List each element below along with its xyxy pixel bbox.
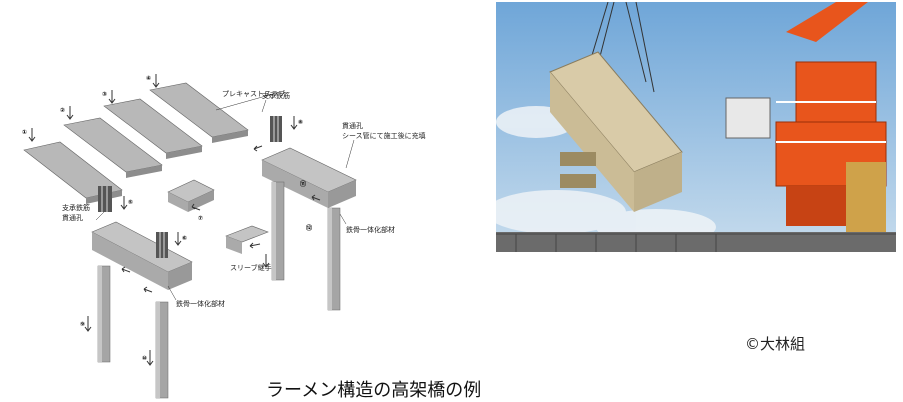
- assembly-diagram: ① ② ③ ④ ⑤ ⑥ ⑦ ⑧ ⑨ ⑩ ⑪ ⑫ プレキャストスラブ 支承鉄筋 支…: [22, 74, 426, 399]
- column-2: [155, 301, 169, 399]
- beam-sleeve: [225, 225, 269, 254]
- beam-right: [261, 147, 357, 208]
- column-4: [327, 207, 341, 311]
- beam-left: [91, 221, 193, 290]
- photo-credit: ©大林組: [745, 335, 806, 353]
- step-number: ⑪: [300, 180, 306, 188]
- figure-caption: ラーメン構造の高架橋の例: [266, 380, 482, 401]
- label-hole-left: 貫通孔: [62, 213, 83, 222]
- crane: [725, 2, 887, 232]
- label-hole-right: 貫通孔: [342, 121, 363, 130]
- column-3: [271, 181, 285, 281]
- step-number: ③: [102, 91, 107, 98]
- step-number: ⑥: [182, 235, 187, 242]
- label-hole-right-note: シース管にて施工後に充填: [342, 131, 426, 140]
- rebar-block-3: [270, 116, 282, 142]
- step-number: ②: [60, 107, 65, 114]
- step-number: ⑩: [142, 355, 147, 362]
- construction-photo: [496, 2, 896, 252]
- label-rebar-top: 支承鉄筋: [262, 91, 290, 100]
- precast-slab-4: [149, 82, 249, 143]
- rebar-block-1: [98, 186, 112, 212]
- step-number: ⑤: [128, 199, 133, 206]
- step-number: ⑨: [80, 321, 85, 328]
- step-number: ④: [146, 75, 151, 82]
- step-number: ⑦: [198, 215, 203, 222]
- label-integrated-member-right: 鉄骨一体化部材: [346, 225, 395, 234]
- label-rebar-left: 支承鉄筋: [62, 203, 90, 212]
- precast-slab-3: [103, 98, 203, 159]
- side-arrow-icon: [121, 145, 321, 293]
- down-arrow-icon: [28, 74, 298, 366]
- rebar-block-2: [156, 232, 168, 258]
- beam-center: [167, 179, 215, 212]
- step-number: ⑧: [298, 119, 303, 126]
- lifted-beam: [549, 51, 683, 212]
- label-precast-slab: プレキャストスラブ: [222, 89, 285, 98]
- step-number: ⑫: [306, 224, 312, 232]
- precast-slab-2: [63, 117, 163, 178]
- label-integrated-member-left: 鉄骨一体化部材: [176, 299, 225, 308]
- step-number: ①: [22, 129, 27, 136]
- column-1: [97, 265, 111, 363]
- label-sleeve-joint: スリーブ継手: [230, 263, 272, 272]
